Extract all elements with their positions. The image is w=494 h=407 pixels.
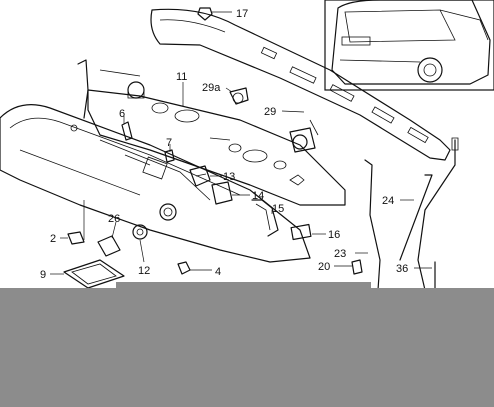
part-20-clip	[334, 259, 363, 275]
callout-4: 4	[215, 266, 221, 278]
part-2-plug	[60, 231, 85, 245]
part-15-wire-harness	[251, 199, 279, 237]
part-9-gasket	[50, 259, 125, 289]
callout-9: 9	[40, 269, 46, 281]
tailgate-panel	[0, 104, 311, 263]
part-12-grommet	[132, 224, 148, 263]
part-6-clip	[121, 116, 133, 141]
callout-labels: 17 11 29a 29 6 7 13 14 15 16 24 23 20 36…	[40, 8, 408, 281]
part-14-bracket	[211, 181, 250, 205]
gray-cover-notch	[116, 282, 371, 290]
part-29a-bulb	[225, 87, 249, 105]
part-13-bracket	[189, 165, 222, 187]
callout-12: 12	[138, 265, 150, 277]
part-24-rod	[364, 137, 459, 291]
callout-20: 20	[318, 261, 330, 273]
part-7-fastener	[164, 144, 175, 163]
callout-16: 16	[328, 229, 340, 241]
callout-23: 23	[334, 248, 346, 260]
part-4-screw	[177, 261, 212, 275]
callout-2: 2	[50, 233, 56, 245]
part-16-connector	[290, 223, 326, 241]
callout-17: 17	[236, 8, 248, 20]
callout-26: 26	[108, 213, 120, 225]
gray-cover-band	[0, 288, 494, 407]
part-17-screw	[197, 7, 232, 21]
callout-13: 13	[223, 171, 235, 183]
callout-24: 24	[382, 195, 394, 207]
callout-6: 6	[119, 108, 125, 120]
part-26-pad	[97, 221, 121, 257]
callout-36: 36	[396, 263, 408, 275]
callout-15: 15	[272, 203, 284, 215]
part-11-lamp-housing	[77, 59, 346, 206]
callout-11: 11	[176, 71, 187, 83]
part-29-socket	[281, 110, 319, 153]
callout-14: 14	[252, 190, 264, 202]
car-rear-inset	[324, 0, 494, 91]
callout-29a: 29a	[202, 82, 221, 94]
callout-29: 29	[264, 106, 276, 118]
upper-spoiler	[150, 8, 451, 161]
callout-7: 7	[166, 137, 172, 149]
part-36-rod	[414, 261, 436, 291]
